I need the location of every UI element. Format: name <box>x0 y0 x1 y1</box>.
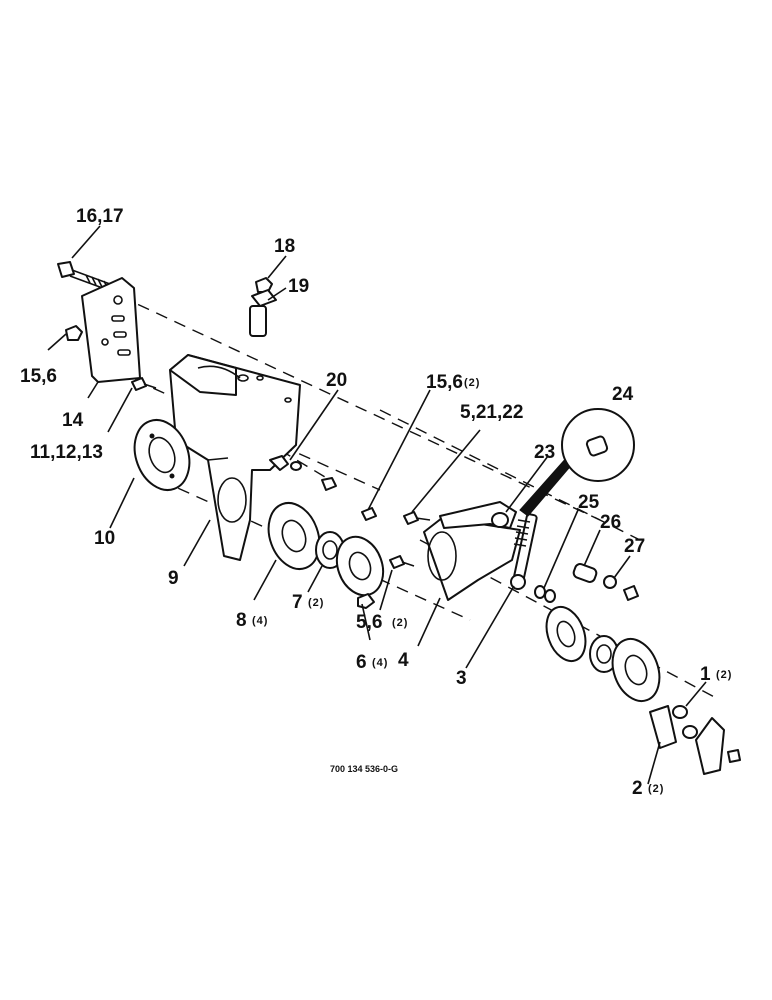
callout-1: 1 <box>700 664 711 685</box>
flange-part-10 <box>133 419 191 491</box>
leader-lines <box>47 225 707 785</box>
nut-part-6 <box>357 593 375 609</box>
callout-5-21-22: 5,21,22 <box>460 402 523 423</box>
callout-4: 4 <box>398 650 409 671</box>
washer-part-27 <box>603 575 639 601</box>
nut-part-15-6 <box>65 325 83 341</box>
detail-callout-part-24 <box>519 408 635 517</box>
callout-11-12-13: 11,12,13 <box>30 442 103 463</box>
bushing-part-25 <box>534 585 556 603</box>
plate-part-2 <box>649 705 741 775</box>
callout-15-6-b-qty: (2) <box>464 377 480 389</box>
flange-part-8 <box>267 502 321 570</box>
drawing-code: 700 134 536-0-G <box>330 764 398 774</box>
callout-25: 25 <box>578 492 600 513</box>
callout-9: 9 <box>168 568 179 589</box>
callout-27: 27 <box>624 536 645 557</box>
callout-7-qty: (2) <box>308 597 324 609</box>
callout-24: 24 <box>612 384 634 405</box>
stud-part-18-19 <box>249 277 277 337</box>
callout-labels: 16,17 18 19 15,6 14 11,12,13 20 10 9 8 (… <box>20 206 732 799</box>
callout-8-qty: (4) <box>252 615 268 627</box>
bolt-part-11-12-13 <box>131 377 157 391</box>
callout-3: 3 <box>456 668 467 689</box>
callout-6-qty: (4) <box>372 657 388 669</box>
lever-part-23 <box>439 501 517 529</box>
callout-6: 6 <box>356 652 367 673</box>
callout-18: 18 <box>274 236 295 257</box>
callout-2-qty: (2) <box>648 783 664 795</box>
plate-part-14 <box>81 277 141 383</box>
spacer-part-1 <box>672 705 698 739</box>
callout-5-6-qty: (2) <box>392 617 408 629</box>
callout-14: 14 <box>62 410 84 431</box>
callout-16-17: 16,17 <box>76 206 124 227</box>
spring-part-3 <box>510 513 538 590</box>
callout-26: 26 <box>600 512 621 533</box>
callout-1-qty: (2) <box>716 669 732 681</box>
callout-10: 10 <box>94 528 115 549</box>
callout-8: 8 <box>236 610 247 631</box>
flange-part-8-b <box>335 535 385 597</box>
sleeve-part-26 <box>572 563 598 583</box>
flange-part-lower-2 <box>611 638 661 702</box>
callout-23: 23 <box>534 442 555 463</box>
callout-19: 19 <box>288 276 309 297</box>
callout-2: 2 <box>632 778 643 799</box>
flange-part-lower-1 <box>545 605 587 663</box>
bolt-part-5-6 <box>389 555 415 569</box>
nut-part-20 <box>269 455 337 491</box>
bolt-part-5-21-22 <box>403 511 431 525</box>
callout-15-6: 15,6 <box>20 366 57 387</box>
bearing-part-lower <box>589 635 619 673</box>
plate-part-4 <box>423 517 521 601</box>
callout-7: 7 <box>292 592 303 613</box>
callout-20: 20 <box>326 370 347 391</box>
callout-15-6-b: 15,6 <box>426 372 463 393</box>
callout-5-6: 5,6 <box>356 612 382 633</box>
bracket-part-9 <box>169 354 301 561</box>
bolt-part-16-17 <box>57 261 111 291</box>
